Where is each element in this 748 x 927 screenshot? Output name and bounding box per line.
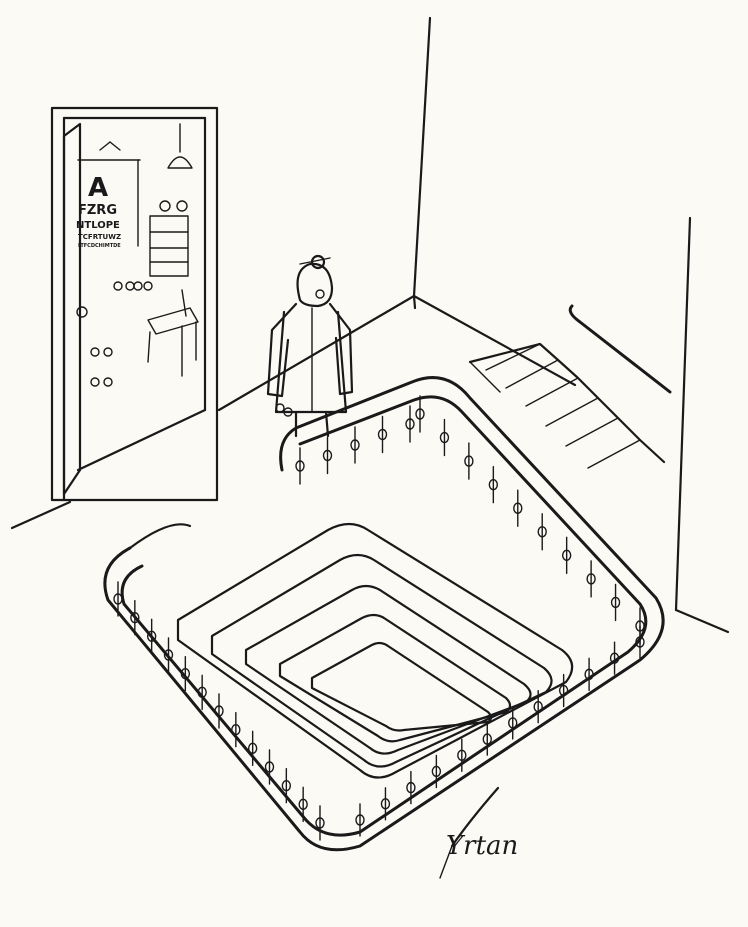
baluster-knob (264, 761, 275, 773)
baluster-knob (439, 431, 450, 444)
eye-chart-line-5: LTFCDCHIMTDE (78, 243, 121, 249)
eye-chart-line-1: A (88, 173, 108, 203)
baluster-knob (350, 439, 360, 451)
baluster-knob (513, 502, 523, 514)
baluster-knob (584, 668, 594, 681)
baluster-knob (431, 765, 442, 778)
stairwell-railings (103, 376, 665, 852)
baluster-knob (508, 717, 518, 729)
baluster-knob (457, 749, 467, 761)
baluster-knob (322, 449, 333, 462)
eye-doctor-figure (266, 254, 354, 438)
baluster-knob (537, 526, 547, 538)
baluster-knob (488, 478, 499, 491)
baluster-knob (247, 742, 258, 755)
baluster-knob (113, 593, 123, 605)
baluster-knob (295, 460, 305, 472)
baluster-knob (380, 798, 391, 810)
baluster-knob (609, 652, 620, 664)
baluster-knob (377, 428, 388, 441)
baluster-knob (146, 630, 157, 643)
room-walls (10, 16, 730, 634)
balusters (113, 395, 645, 841)
baluster-knob (405, 418, 415, 430)
baluster-knob (355, 814, 365, 826)
baluster-knob (464, 455, 474, 467)
doorway (50, 106, 219, 502)
baluster-knob (561, 549, 572, 562)
baluster-knob (315, 817, 325, 829)
eye-chart-line-4: TCFRTUWZ (78, 233, 121, 241)
baluster-knob (214, 705, 224, 717)
artist-signature (439, 786, 500, 879)
baluster-knob (281, 779, 292, 792)
baluster-knob (163, 649, 174, 661)
baluster-knob (298, 798, 308, 811)
baluster-knob (482, 733, 492, 745)
baluster-knob (610, 596, 621, 609)
eye-chart: A FZRG NTLOPE TCFRTUWZ LTFCDCHIMTDE (76, 173, 121, 249)
baluster-knob (533, 701, 543, 713)
upward-staircase (468, 304, 672, 469)
baluster-knob (406, 781, 416, 794)
signature-text: Yrtan (446, 831, 518, 861)
baluster-knob (180, 667, 191, 680)
baluster-knob (231, 723, 241, 736)
baluster-knob (197, 686, 207, 699)
eye-chart-line-3: NTLOPE (76, 220, 120, 231)
eye-chart-line-2: FZRG (78, 203, 117, 218)
baluster-knob (130, 611, 140, 624)
baluster-knob (558, 684, 569, 697)
baluster-knob (635, 620, 645, 632)
baluster-knob (586, 573, 596, 585)
baluster-knob (415, 408, 425, 420)
